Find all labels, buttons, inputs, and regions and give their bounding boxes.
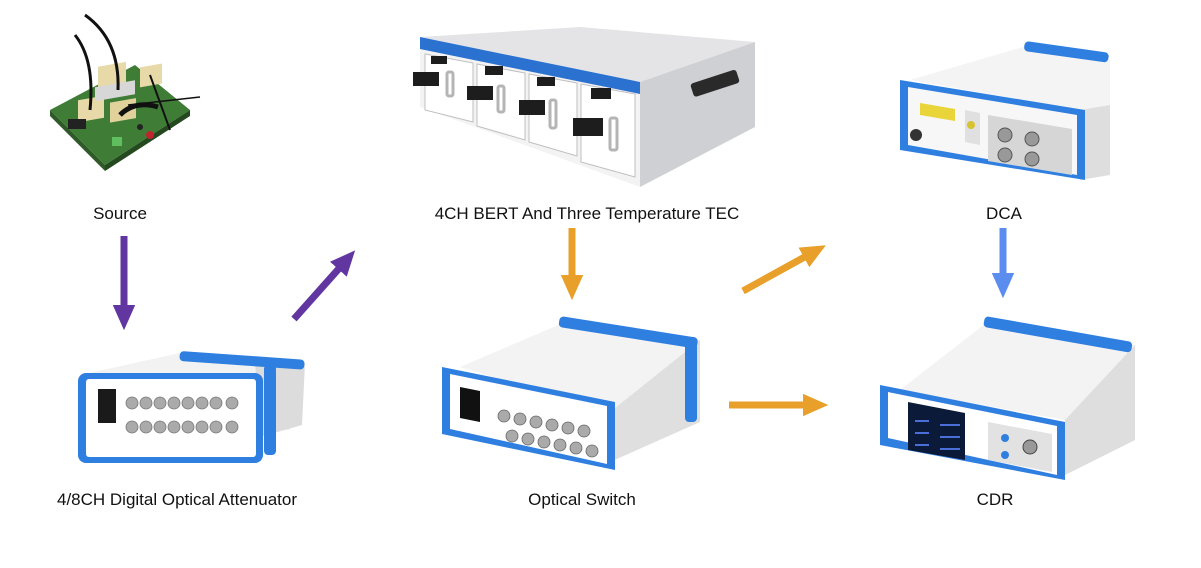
dca-image [900, 41, 1110, 180]
arrow-attenuator-to-bert [291, 250, 356, 322]
node-label-optical-switch: Optical Switch [528, 490, 636, 509]
node-label-bert: 4CH BERT And Three Temperature TEC [434, 204, 740, 223]
node-label-source: Source [93, 204, 147, 223]
attenuator-image [78, 351, 305, 463]
node-label-cdr: CDR [976, 490, 1014, 509]
source-pcb-image [50, 13, 201, 171]
arrow-switch-to-dca [741, 245, 826, 295]
node-label-attenuator: 4/8CH Digital Optical Attenuator [56, 490, 298, 509]
optical-switch-image [442, 316, 700, 470]
node-label-dca: DCA [986, 204, 1022, 223]
bert-chassis-image [413, 27, 755, 187]
cdr-image [880, 316, 1135, 480]
